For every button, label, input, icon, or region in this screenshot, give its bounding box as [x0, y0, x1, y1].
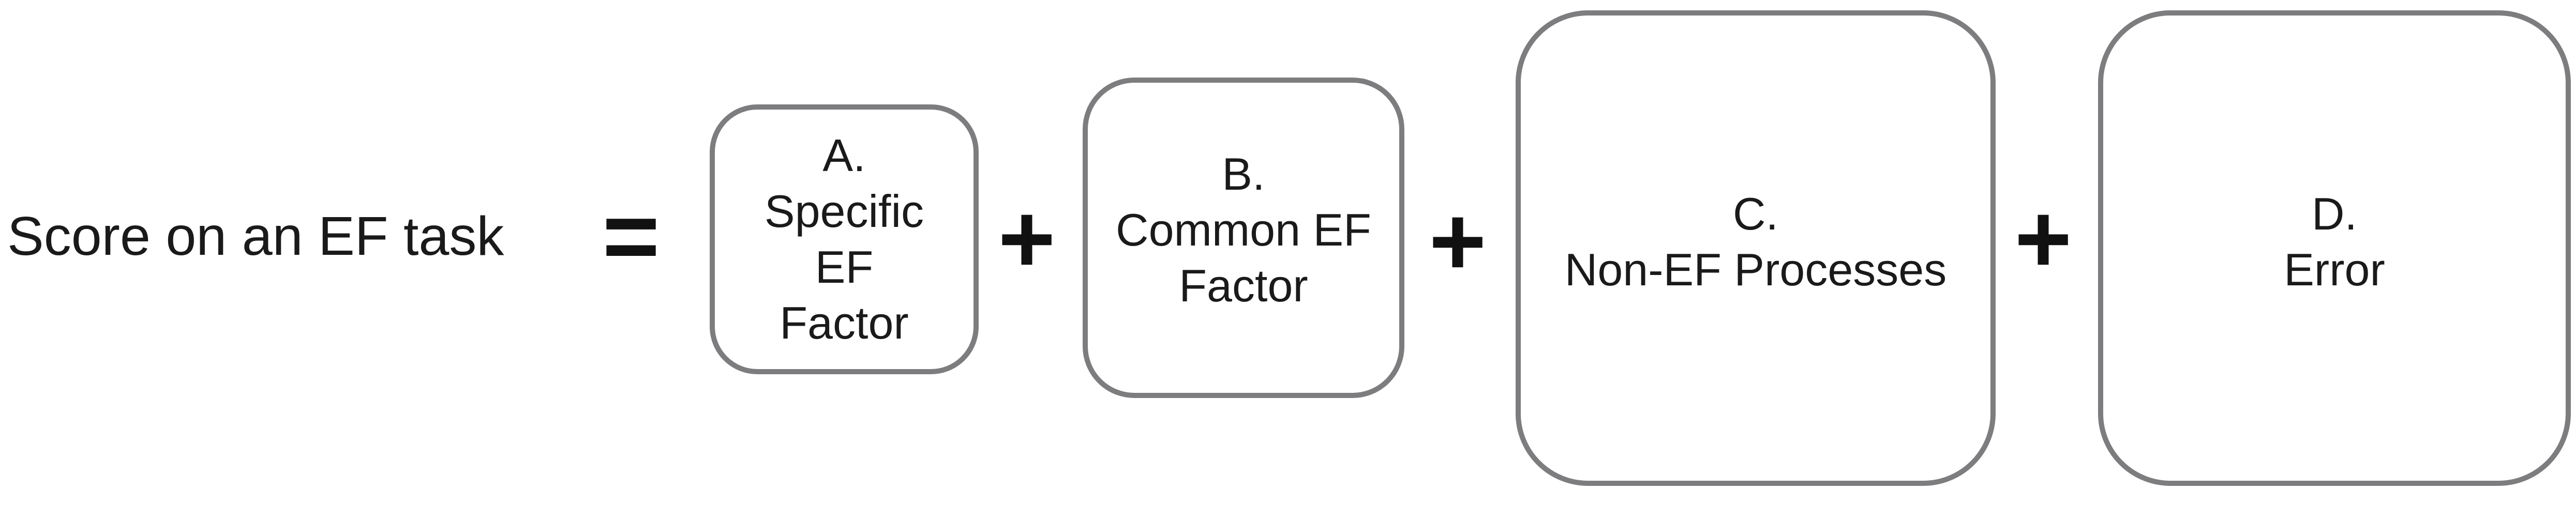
component-a-letter: A. — [822, 130, 866, 181]
component-d-label: D. Error — [2284, 186, 2385, 298]
component-d-line-1: Error — [2284, 244, 2385, 295]
component-a-line-3: Factor — [780, 297, 909, 348]
component-c-box: C. Non-EF Processes — [1516, 10, 1996, 486]
component-d-letter: D. — [2312, 188, 2357, 239]
score-label: Score on an EF task — [7, 206, 504, 267]
component-b-box: B. Common EF Factor — [1083, 78, 1404, 398]
component-a-line-1: Specific — [764, 186, 924, 237]
plus-sign-2: + — [1429, 187, 1487, 296]
plus-sign-1: + — [998, 184, 1056, 294]
component-c-letter: C. — [1733, 188, 1778, 239]
component-c-line-1: Non-EF Processes — [1564, 244, 1947, 295]
component-b-line-2: Factor — [1179, 260, 1308, 311]
plus-sign-3: + — [2014, 184, 2072, 294]
component-b-label: B. Common EF Factor — [1116, 146, 1371, 314]
component-c-label: C. Non-EF Processes — [1565, 186, 1946, 298]
component-a-label: A. Specific EF Factor — [765, 128, 924, 351]
component-a-box: A. Specific EF Factor — [710, 104, 979, 374]
equals-sign: = — [602, 181, 660, 291]
component-b-letter: B. — [1222, 148, 1265, 200]
component-b-line-1: Common EF — [1116, 204, 1371, 255]
component-a-line-2: EF — [815, 241, 874, 293]
component-d-box: D. Error — [2098, 10, 2571, 486]
